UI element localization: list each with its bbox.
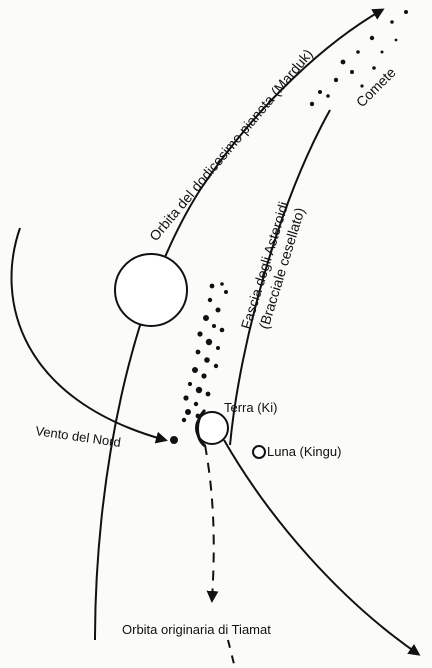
moon-planet [253, 446, 265, 458]
asteroid-belt [182, 282, 228, 422]
earth-label: Terra (Ki) [224, 400, 277, 415]
tiamat-orbit-tail [228, 640, 235, 668]
north-wind-label: Vento del Nord [35, 423, 122, 450]
comets-label: Comete [353, 64, 399, 110]
moon-label: Luna (Kingu) [267, 444, 341, 459]
tiamat-orbit-path [205, 445, 214, 600]
north-wind-dot [170, 436, 178, 444]
tiamat-orbit-label: Orbita originaria di Tiamat [122, 622, 271, 637]
marduk-planet [115, 254, 187, 326]
